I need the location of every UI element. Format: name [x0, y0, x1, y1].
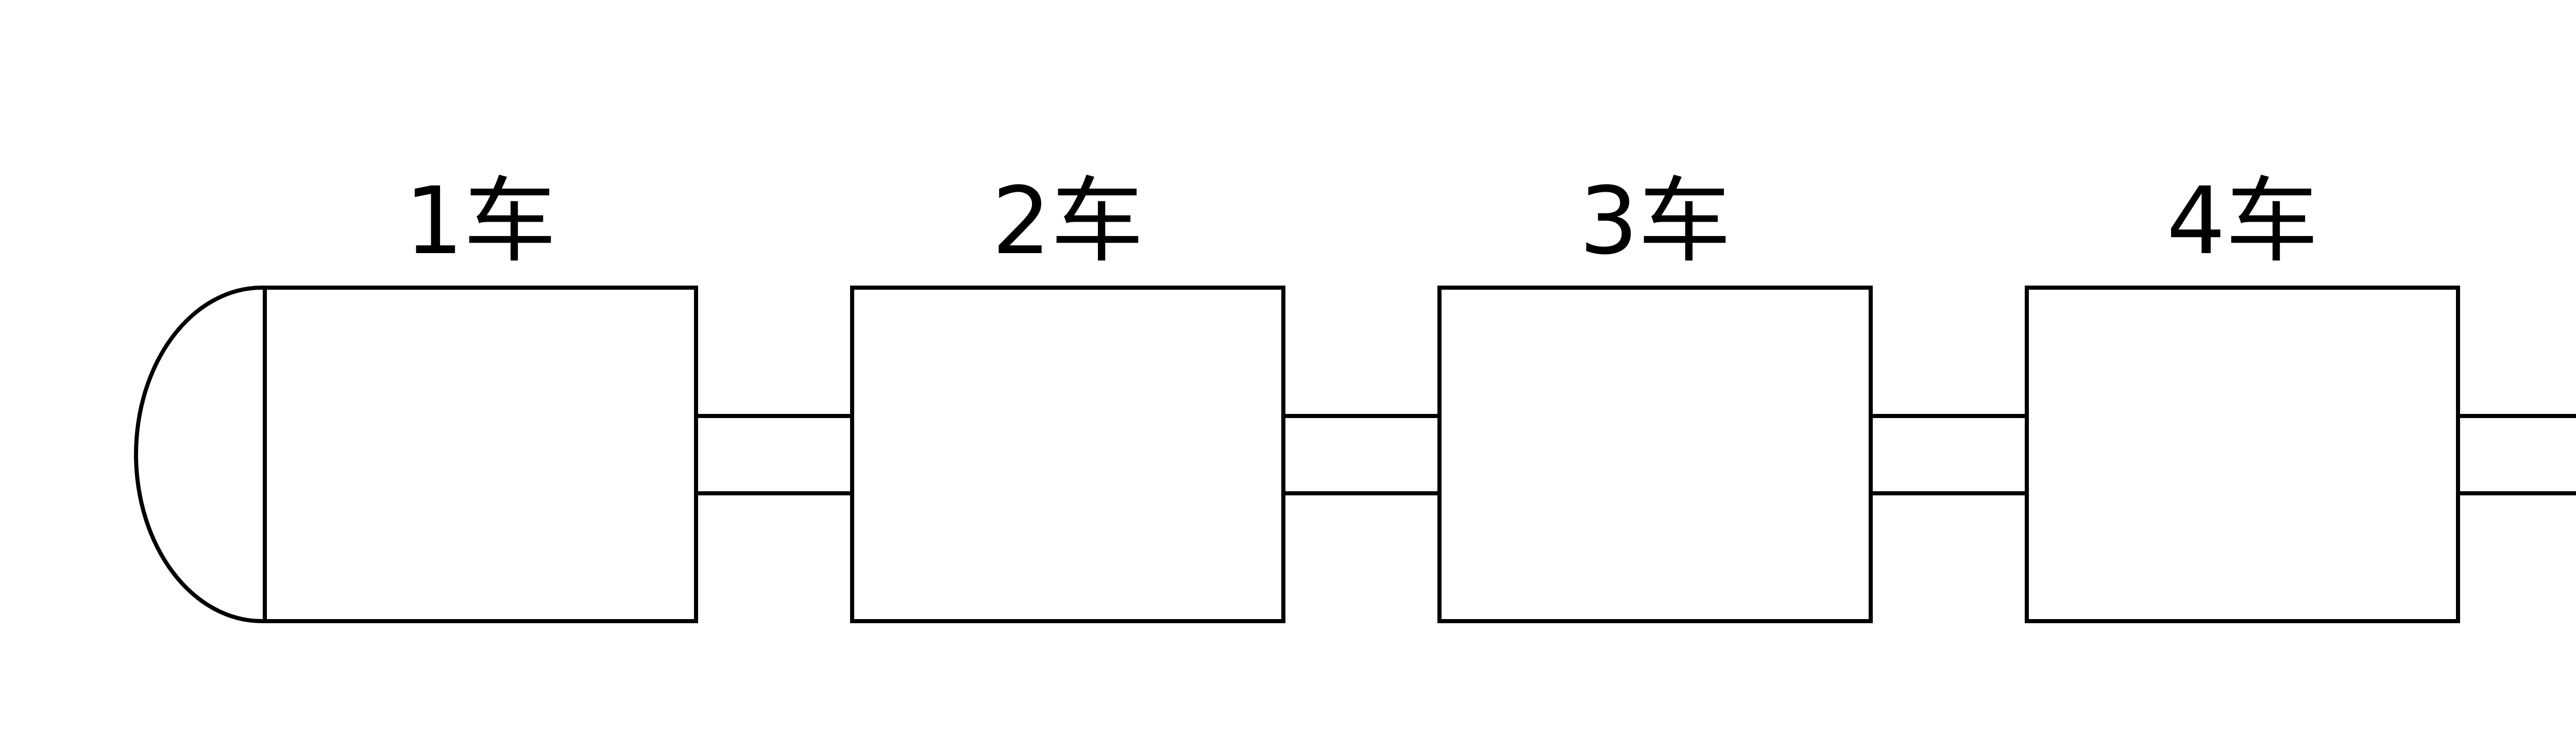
car-3-label: 3车 — [1579, 168, 1731, 275]
car-2-label: 2车 — [992, 168, 1144, 275]
coupler-4-5 — [2460, 413, 2576, 495]
train-car-2: 2车 — [850, 175, 1285, 623]
coupler-3-4 — [1873, 413, 2025, 495]
train-front-nose — [134, 286, 263, 623]
coupler-1-2 — [698, 413, 850, 495]
car-4-label: 4车 — [2166, 168, 2318, 275]
train-diagram: 1车 2车 3车 4车 5车 6车 — [134, 175, 2576, 623]
train-car-4: 4车 — [2025, 175, 2460, 623]
car-1-label: 1车 — [404, 168, 556, 275]
coupler-2-3 — [1285, 413, 1437, 495]
train-car-3: 3车 — [1437, 175, 1873, 623]
train-car-1: 1车 — [263, 175, 698, 623]
